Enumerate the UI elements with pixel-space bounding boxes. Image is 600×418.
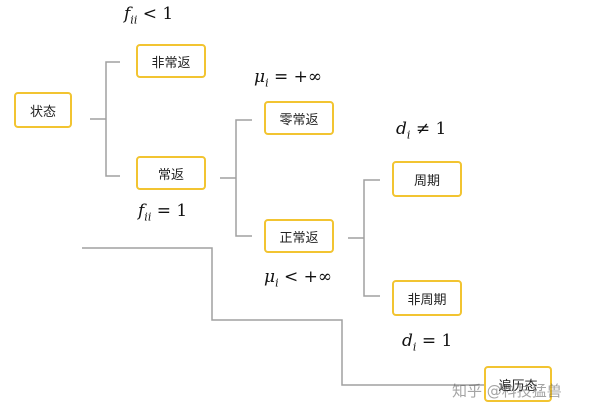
node-null-recurrent: 零常返: [264, 101, 334, 135]
node-state: 状态: [14, 92, 72, 128]
staircase-line: [82, 247, 486, 386]
condition-d-ne-1: di ≠ 1: [396, 119, 447, 142]
node-recurrent: 常返: [136, 156, 206, 190]
node-positive-recurrent: 正常返: [264, 219, 334, 253]
node-transient: 非常返: [136, 44, 206, 78]
node-aperiodic: 非周期: [392, 280, 462, 316]
node-ergodic: 遍历态: [484, 366, 552, 402]
bracket-state: [90, 61, 120, 177]
watermark: 知乎 @科技猛兽: [452, 382, 562, 400]
node-periodic: 周期: [392, 161, 462, 197]
condition-f-eq-1: fii = 1: [138, 201, 188, 224]
condition-mu-inf: μi = +∞: [254, 67, 323, 90]
condition-f-lt-1: fii < 1: [124, 4, 174, 27]
bracket-positive: [348, 179, 380, 297]
bracket-recurrent: [220, 119, 252, 237]
condition-mu-lt-inf: μi < +∞: [264, 267, 333, 290]
condition-d-eq-1: di = 1: [402, 331, 453, 354]
